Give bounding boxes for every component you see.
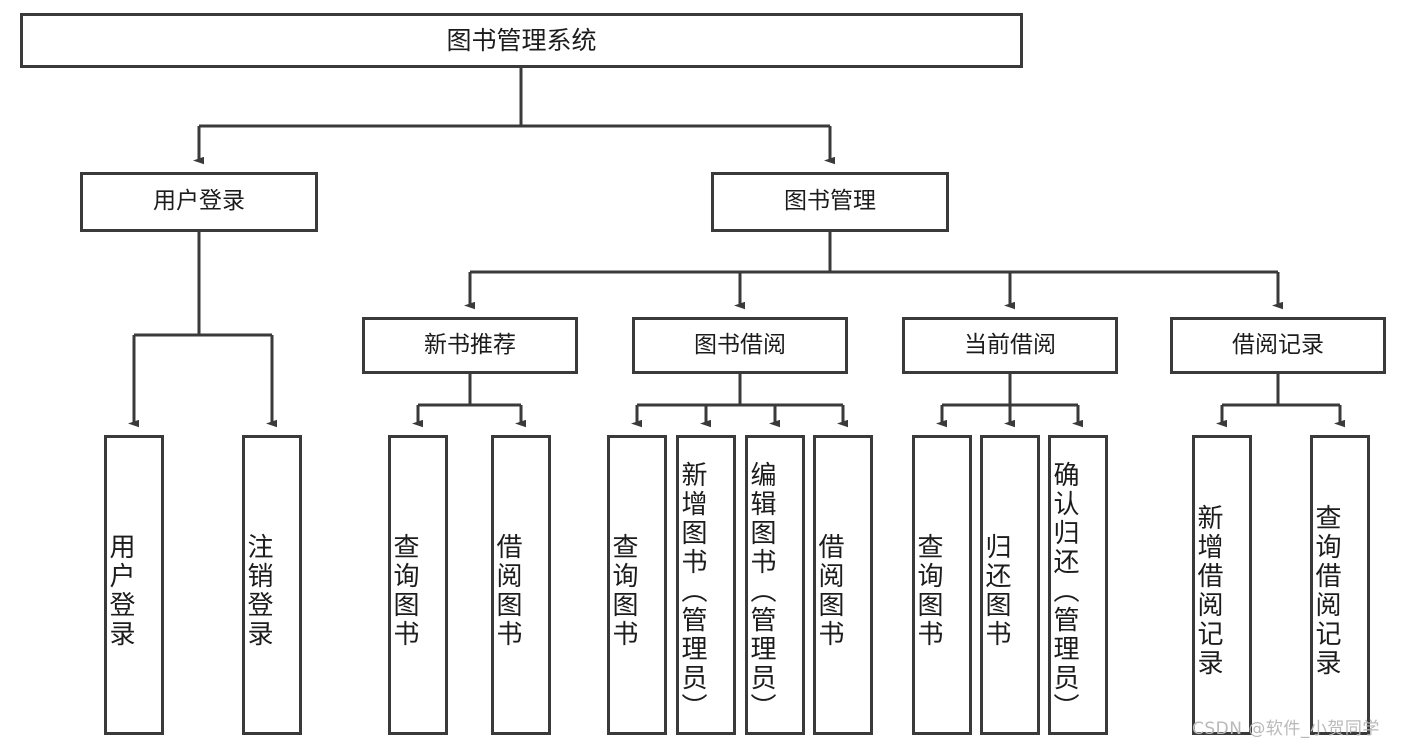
leaf-query-book-new-recommend[interactable]: 查询图书 bbox=[388, 435, 448, 735]
node-label: 用户登录 bbox=[153, 188, 245, 215]
node-label: 借阅记录 bbox=[1232, 331, 1324, 358]
node-current-borrow[interactable]: 当前借阅 bbox=[902, 317, 1118, 374]
node-label: 编辑图书（管理员） bbox=[746, 460, 776, 722]
node-label: 确认归还（管理员） bbox=[1049, 460, 1079, 722]
node-label: 查询借阅记录 bbox=[1311, 504, 1341, 678]
node-user-login[interactable]: 用户登录 bbox=[80, 172, 318, 232]
csdn-watermark: CSDN @软件_小贺同学 bbox=[1192, 719, 1380, 739]
node-book-management[interactable]: 图书管理 bbox=[711, 172, 949, 232]
leaf-borrow-book[interactable]: 借阅图书 bbox=[813, 435, 873, 735]
node-label: 图书管理 bbox=[784, 188, 876, 215]
node-borrow-record[interactable]: 借阅记录 bbox=[1170, 317, 1386, 374]
node-label: 图书管理系统 bbox=[446, 25, 597, 55]
leaf-return-book[interactable]: 归还图书 bbox=[980, 435, 1040, 735]
leaf-logout[interactable]: 注销登录 bbox=[242, 435, 302, 735]
leaf-query-borrow-record[interactable]: 查询借阅记录 bbox=[1310, 435, 1370, 735]
node-label: 借阅图书 bbox=[814, 533, 844, 649]
leaf-add-borrow-record[interactable]: 新增借阅记录 bbox=[1192, 435, 1252, 735]
node-label: 查询图书 bbox=[608, 533, 638, 649]
node-label: 查询图书 bbox=[389, 533, 419, 649]
node-label: 新增借阅记录 bbox=[1193, 504, 1223, 678]
node-label: 新增图书（管理员） bbox=[677, 460, 707, 722]
node-root-book-management-system[interactable]: 图书管理系统 bbox=[20, 13, 1023, 68]
node-label: 注销登录 bbox=[243, 533, 273, 649]
leaf-confirm-return-admin[interactable]: 确认归还（管理员） bbox=[1048, 435, 1108, 735]
node-new-book-recommend[interactable]: 新书推荐 bbox=[362, 317, 578, 374]
leaf-query-book-current[interactable]: 查询图书 bbox=[912, 435, 972, 735]
node-label: 用户登录 bbox=[105, 533, 135, 649]
leaf-borrow-book-new-recommend[interactable]: 借阅图书 bbox=[491, 435, 551, 735]
leaf-user-login[interactable]: 用户登录 bbox=[104, 435, 164, 735]
node-label: 新书推荐 bbox=[424, 331, 516, 358]
node-label: 当前借阅 bbox=[964, 331, 1056, 358]
node-label: 图书借阅 bbox=[694, 331, 786, 358]
leaf-add-book-admin[interactable]: 新增图书（管理员） bbox=[676, 435, 736, 735]
node-label: 归还图书 bbox=[981, 533, 1011, 649]
node-label: 借阅图书 bbox=[492, 533, 522, 649]
node-label: 查询图书 bbox=[913, 533, 943, 649]
leaf-edit-book-admin[interactable]: 编辑图书（管理员） bbox=[745, 435, 805, 735]
leaf-query-book-borrow[interactable]: 查询图书 bbox=[607, 435, 667, 735]
node-book-borrow[interactable]: 图书借阅 bbox=[632, 317, 848, 374]
